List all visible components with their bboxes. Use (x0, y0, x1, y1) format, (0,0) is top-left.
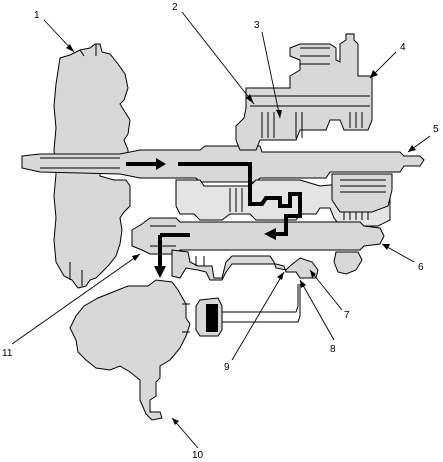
callout-8: 8 (330, 344, 336, 355)
callout-1: 1 (34, 10, 40, 21)
flow-arrowhead-output (154, 266, 166, 278)
leader-2-head (246, 94, 254, 104)
power-flow-path (126, 158, 302, 278)
leader-8 (299, 279, 335, 341)
leader-6-head (382, 244, 390, 250)
leader-8-head (300, 280, 306, 288)
flow-arrowhead-mid (264, 228, 276, 240)
leader-11-head (132, 254, 140, 261)
countershaft-gears (171, 249, 363, 281)
leader-10-head (172, 418, 179, 425)
leader-1-head (66, 44, 74, 52)
servo-assembly (195, 284, 301, 337)
mainshaft-clutch-assembly (235, 33, 373, 151)
callout-2: 2 (172, 2, 178, 13)
leader-7 (309, 269, 343, 311)
callout-5: 5 (433, 124, 439, 135)
callout-11: 11 (2, 348, 13, 359)
leader-3 (261, 31, 281, 119)
leader-9 (231, 271, 285, 361)
callout-6: 6 (418, 262, 424, 273)
countershaft (131, 217, 385, 255)
callout-3: 3 (254, 20, 260, 31)
callout-10: 10 (192, 450, 204, 461)
leader-4-head (370, 70, 378, 78)
servo-piston (206, 304, 218, 332)
callout-7: 7 (344, 310, 350, 321)
callout-9: 9 (224, 362, 230, 373)
leader-5-head (408, 145, 416, 152)
leader-7-head (310, 270, 316, 278)
flow-arrowhead-input (156, 158, 166, 170)
flow-path-mid (178, 162, 302, 236)
callout-4: 4 (400, 42, 406, 53)
right-clutch-assembly (331, 173, 393, 213)
leader-11 (11, 253, 141, 345)
leader-3-head (276, 110, 282, 118)
differential-assembly (69, 279, 191, 421)
leader-lines (11, 11, 431, 449)
leader-2 (181, 11, 255, 105)
leader-9-head (277, 272, 284, 280)
